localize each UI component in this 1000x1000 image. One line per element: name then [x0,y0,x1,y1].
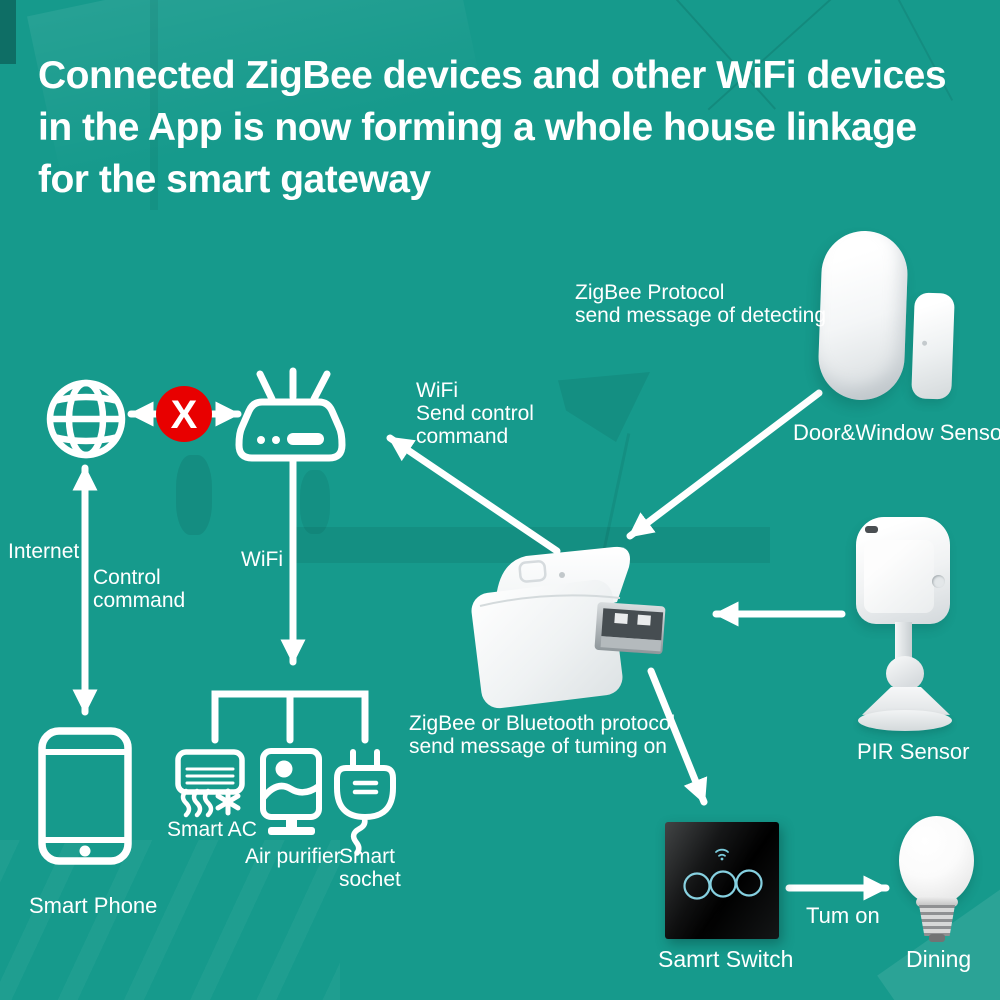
door-window-sensor-body [817,229,909,402]
internet-globe-icon [46,379,126,459]
title-line: in the App is now forming a whole house … [38,106,917,149]
pir-sensor-lens [864,540,934,613]
light-bulb-collar [916,897,958,907]
smart-switch-label: Samrt Switch [658,946,794,972]
device-pair-button [518,560,547,583]
control-command-note: Control command [93,566,185,612]
sensor-led-dot [922,340,928,346]
internet-label: Internet [8,540,80,563]
bracket-devices [211,690,369,744]
wifi-send-control-note: WiFi Send control command [416,379,534,448]
blocked-x-icon: X [156,386,212,442]
arrow-device-router [386,434,561,555]
pir-sensor-button [932,575,945,588]
pir-sensor-label: PIR Sensor [857,739,970,764]
device-seam [479,594,621,607]
air-purifier-icon [260,748,322,835]
power-plug-icon [334,749,396,856]
device-led-dot [559,572,565,578]
zigbee-bluetooth-note: ZigBee or Bluetooth protocol send messag… [409,712,675,758]
page-title: Connected ZigBee devices and other WiFi … [38,50,947,206]
air-conditioner-icon [175,749,245,818]
blocked-x-glyph: X [171,393,198,437]
usb-gateway-drawing [471,546,666,709]
wifi-router-icon [235,367,346,462]
air-purifier-label: Air purifier [245,845,341,868]
touch-buttons [683,869,763,900]
zigbee-protocol-note: ZigBee Protocol send message of detectin… [575,281,826,327]
light-bulb-tip [929,934,945,942]
note-line: ZigBee Protocol [575,281,725,304]
turn-on-label: Tum on [806,903,880,928]
note-line: WiFi [416,379,458,402]
usb-gateway-device [468,540,683,710]
smart-socket-label: Smart sochet [339,845,401,891]
title-line: Connected ZigBee devices and other WiFi … [38,54,947,97]
note-line: command [416,425,509,448]
switch-face [683,848,763,900]
note-line: command [93,589,186,612]
door-window-sensor-label: Door&Window Sensor [793,420,1000,445]
door-window-sensor-magnet [911,292,955,400]
arrow-sensor-device [626,389,823,540]
label-line: sochet [339,868,401,891]
light-bulb-globe [899,816,974,905]
dining-label: Dining [906,946,972,972]
note-line: Send control [416,402,534,425]
pir-motion-sensor-head [856,517,950,624]
arrow-device-switch [647,667,708,806]
smart-phone-label: Smart Phone [29,893,158,918]
pir-sensor-base [858,710,952,731]
wifi-icon [715,848,729,861]
label-line: Smart [339,845,396,868]
wifi-label: WiFi [241,548,283,571]
device-front-face [471,579,623,709]
pir-sensor-slot [865,526,878,533]
title-line: for the smart gateway [38,158,431,201]
note-line: ZigBee or Bluetooth protocol [409,712,676,735]
touch-switch [665,822,779,939]
smart-ac-label: Smart AC [167,818,257,841]
smart-phone-icon [38,727,132,865]
pir-sensor-neck [895,622,912,664]
pir-sensor-joint [886,656,924,691]
note-line: Control [93,566,161,589]
note-line: send message of detecting [575,304,826,327]
note-line: send message of tuming on [409,735,667,758]
light-bulb-screw-base [919,905,955,936]
usb-plug [594,602,666,655]
